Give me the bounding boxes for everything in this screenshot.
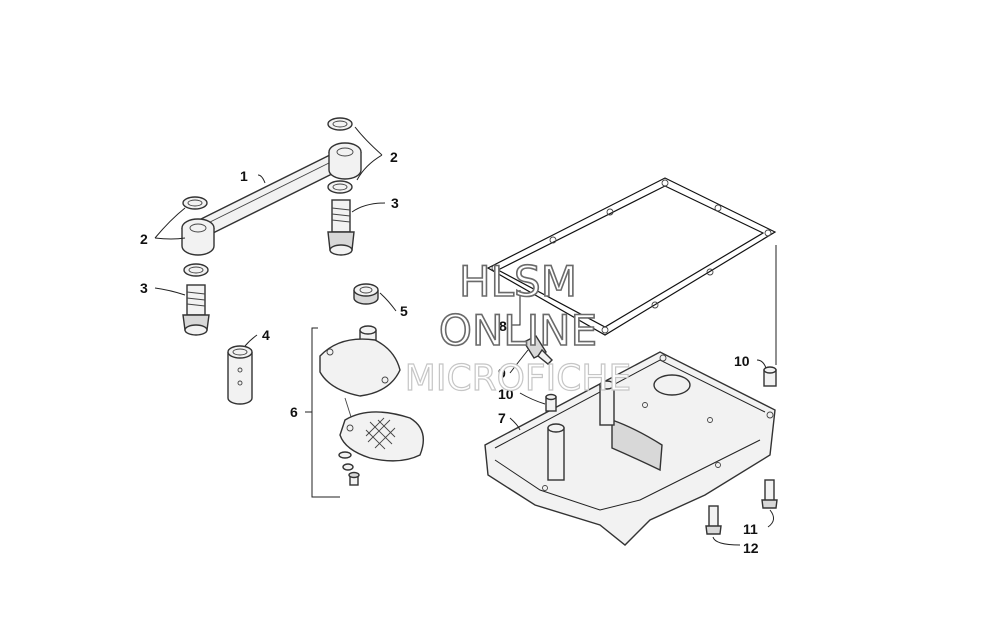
leader-lines [154, 126, 777, 546]
watermark-line-1: HLSM [459, 257, 577, 306]
callout-2-lower: 2 [140, 231, 148, 247]
plug-part [353, 283, 379, 305]
watermark-line-2: ONLINE [439, 306, 597, 355]
oil-pan-part [484, 351, 776, 546]
banjo-bolt-parts [182, 199, 355, 336]
callout-4: 4 [262, 327, 270, 343]
drain-plug-part [522, 335, 553, 365]
callout-labels: 1 2 2 3 3 4 5 6 7 8 9 10 10 11 12 [140, 149, 759, 556]
callout-7: 7 [498, 410, 506, 426]
callout-8: 8 [499, 318, 507, 334]
callout-3-lower: 3 [140, 280, 148, 296]
oil-strainer-part [319, 325, 424, 486]
callout-9: 9 [498, 365, 506, 381]
callout-6: 6 [290, 404, 298, 420]
callout-10-upper: 10 [734, 353, 750, 369]
callout-5: 5 [400, 303, 408, 319]
callout-11: 11 [743, 521, 758, 537]
washer-parts [182, 117, 353, 277]
callout-12: 12 [743, 540, 759, 556]
callout-10-lower: 10 [498, 386, 514, 402]
oil-pipe-part [181, 142, 362, 256]
callout-2-upper: 2 [390, 149, 398, 165]
watermark: HLSM ONLINE MICROFICHE [404, 256, 632, 399]
callout-3-upper: 3 [391, 195, 399, 211]
callout-1: 1 [240, 168, 248, 184]
dowel-pin-parts [545, 366, 777, 412]
sleeve-part [227, 345, 253, 405]
bolt-parts [705, 479, 778, 535]
watermark-line-3: MICROFICHE [405, 358, 631, 399]
gasket-part [486, 177, 777, 336]
strainer-mesh [365, 417, 396, 450]
